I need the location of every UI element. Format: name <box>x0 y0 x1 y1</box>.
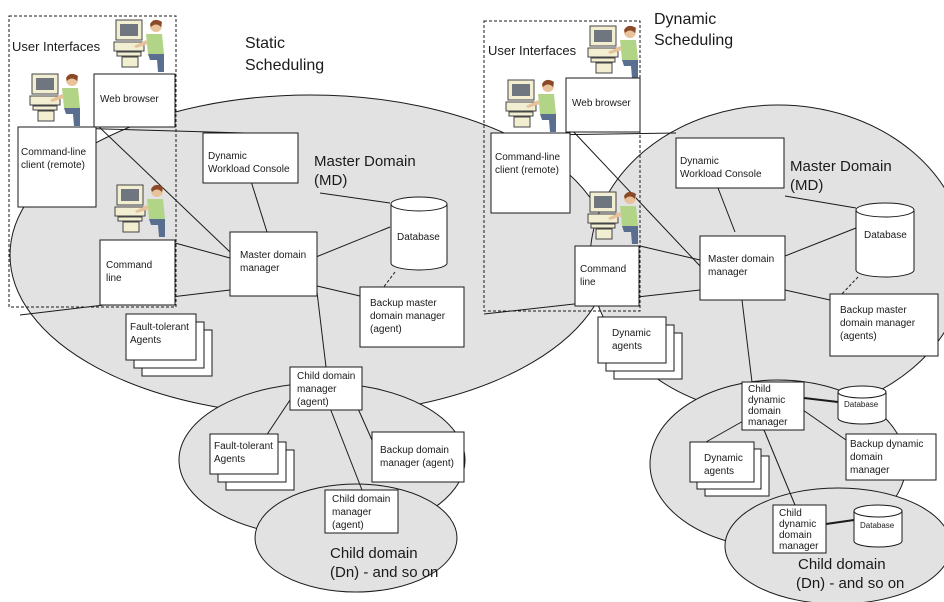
dynamic-database-replication-link <box>839 276 859 297</box>
static-connectors <box>19 123 391 491</box>
svg-text:Database: Database <box>844 400 879 409</box>
dynamic-user-interfaces-region <box>483 20 641 312</box>
svg-text:Database: Database <box>397 232 440 243</box>
dynamic-child-database-2-cylinder: Database <box>853 504 903 548</box>
svg-text:Web browser: Web browser <box>572 98 631 109</box>
static-scheduling: Static Scheduling User Interfaces <box>8 15 611 593</box>
dynamic-child-domain-label: Child domain (Dn) - and so on <box>796 556 904 592</box>
dynamic-heading: Dynamic Scheduling <box>654 11 733 49</box>
static-user-interfaces-region <box>8 15 177 308</box>
svg-text:Database: Database <box>864 230 907 241</box>
dynamic-user-icon-2 <box>505 79 557 133</box>
svg-text:Web browser: Web browser <box>100 94 159 105</box>
static-user-interfaces-label: User Interfaces <box>12 39 101 54</box>
dynamic-child-database-cylinder: Database <box>837 385 887 425</box>
dynamic-web-browser-box: Web browser <box>565 77 641 133</box>
static-master-domain-label: Master Domain (MD) <box>314 153 420 189</box>
static-heading: Static Scheduling <box>245 35 324 74</box>
dynamic-connectors <box>483 127 857 525</box>
dynamic-user-interfaces-label: User Interfaces <box>488 43 577 58</box>
static-user-icon-1 <box>113 19 165 73</box>
static-user-icon-2 <box>29 73 81 127</box>
dynamic-database-cylinder: Database <box>855 202 915 278</box>
dynamic-user-icon-1 <box>587 25 639 79</box>
static-child-domain-2-ellipse <box>254 483 458 593</box>
svg-text:Database: Database <box>860 521 895 530</box>
static-child-domain-label: Child domain (Dn) - and so on <box>330 545 438 581</box>
dynamic-scheduling: Dynamic Scheduling User Interfaces <box>483 11 944 602</box>
static-database-cylinder: Database <box>390 196 448 271</box>
dynamic-master-domain-label: Master Domain (MD) <box>790 158 896 194</box>
static-web-browser-box: Web browser <box>93 73 176 128</box>
